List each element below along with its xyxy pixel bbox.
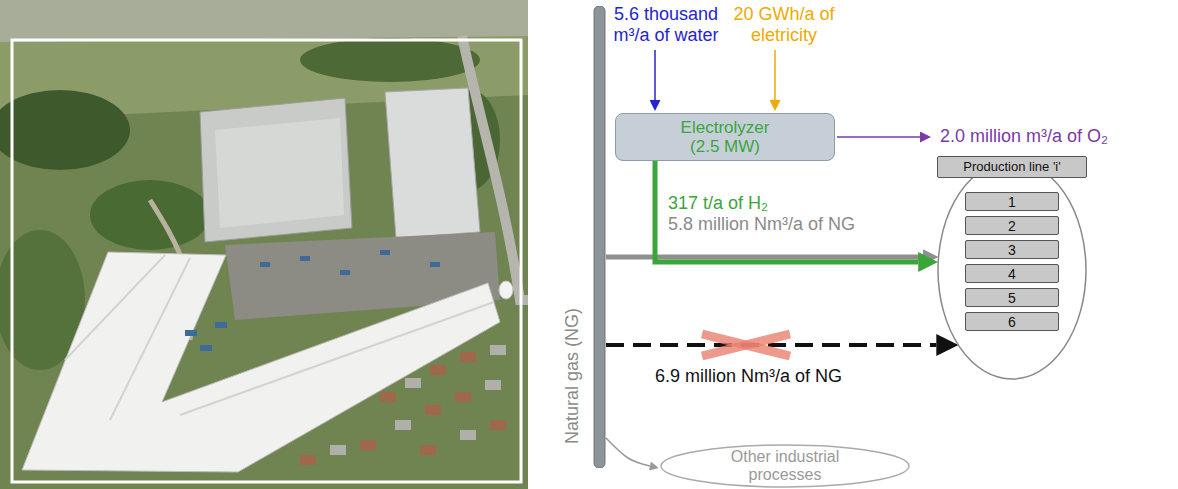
cross-stroke xyxy=(702,334,790,356)
house xyxy=(430,365,446,375)
cross-out-mark xyxy=(702,334,790,356)
heading-box: Production line 'i' xyxy=(937,156,1087,178)
house xyxy=(460,352,476,362)
production-line-box: 1 xyxy=(965,192,1059,211)
production-line-box: 4 xyxy=(965,264,1059,283)
house xyxy=(490,420,506,430)
photo-forest xyxy=(90,180,210,250)
house xyxy=(360,440,376,450)
electricity-arrow xyxy=(774,50,776,100)
water-input-label: 5.6 thousand m³/a of water xyxy=(603,4,729,46)
electrolyzer-box: Electrolyzer (2.5 MW) xyxy=(615,113,835,161)
factory-roof xyxy=(22,252,500,472)
house xyxy=(455,392,471,402)
truck xyxy=(185,330,197,336)
truck xyxy=(340,270,350,275)
photo-haze xyxy=(0,0,528,42)
house xyxy=(300,455,316,465)
node-text: Natural gas (NG) xyxy=(562,308,582,444)
truck xyxy=(380,250,390,255)
house xyxy=(490,345,506,355)
factory-aerial-photo xyxy=(0,0,528,489)
factory-building xyxy=(200,98,352,242)
photo-forest xyxy=(0,90,130,170)
truck xyxy=(260,262,270,267)
production-line-box: 6 xyxy=(965,312,1059,331)
house xyxy=(330,445,346,455)
pipe-bar xyxy=(594,6,605,468)
water-arrow xyxy=(654,50,656,100)
production-ellipse: Production line 'i'123456 xyxy=(937,160,1087,380)
replaced-gas-arrow xyxy=(606,343,936,347)
house xyxy=(380,392,396,402)
truck xyxy=(300,256,310,261)
node-text: Electrolyzer (2.5 MW) xyxy=(665,118,785,156)
storage-tank xyxy=(499,281,513,299)
house xyxy=(425,405,441,415)
factory-building xyxy=(385,88,480,238)
oxygen-output-label: 2.0 million m³/a of O₂ xyxy=(940,126,1108,147)
hydrogen-flow-arrow xyxy=(655,161,918,262)
trucks xyxy=(185,250,440,351)
roof-ridges xyxy=(65,255,494,420)
node-text: 1 xyxy=(1008,194,1016,210)
flow-label: 5.8 million Nm³/a of NG xyxy=(668,214,855,235)
houses xyxy=(300,345,506,465)
node-text: 3 xyxy=(1008,242,1016,258)
production-line-box: 3 xyxy=(965,240,1059,259)
oxygen-arrow xyxy=(837,136,920,138)
node-text: 4 xyxy=(1008,266,1016,282)
flow-label: 317 t/a of H₂ xyxy=(668,193,768,214)
process-ellipse: Other industrial processes xyxy=(660,444,910,488)
house xyxy=(460,430,476,440)
house xyxy=(420,445,436,455)
cross-stroke xyxy=(702,334,790,356)
photo-ground xyxy=(0,0,528,489)
house xyxy=(405,378,421,388)
ellipse-shape xyxy=(661,445,909,487)
house xyxy=(485,380,501,390)
factory-roof xyxy=(215,118,344,228)
node-text: 6 xyxy=(1008,314,1016,330)
truck xyxy=(430,262,440,267)
node-text: 2 xyxy=(1008,218,1016,234)
photo-frame xyxy=(12,40,521,482)
electricity-input-label: 20 GWh/a of eletricity xyxy=(730,4,838,46)
photo-forest xyxy=(300,38,480,82)
gas-pipe: Natural gas (NG) xyxy=(558,6,606,468)
truck xyxy=(200,345,212,351)
production-line-box: 2 xyxy=(965,216,1059,235)
house xyxy=(395,420,411,430)
ellipse-shape xyxy=(938,161,1086,379)
node-text: 5 xyxy=(1008,290,1016,306)
node-text: Other industrial processes xyxy=(700,448,870,484)
flow-label: 6.9 million Nm³/a of NG xyxy=(655,366,842,387)
gas-branch-arrow xyxy=(606,438,650,466)
production-line-box: 5 xyxy=(965,288,1059,307)
truck xyxy=(215,322,227,328)
